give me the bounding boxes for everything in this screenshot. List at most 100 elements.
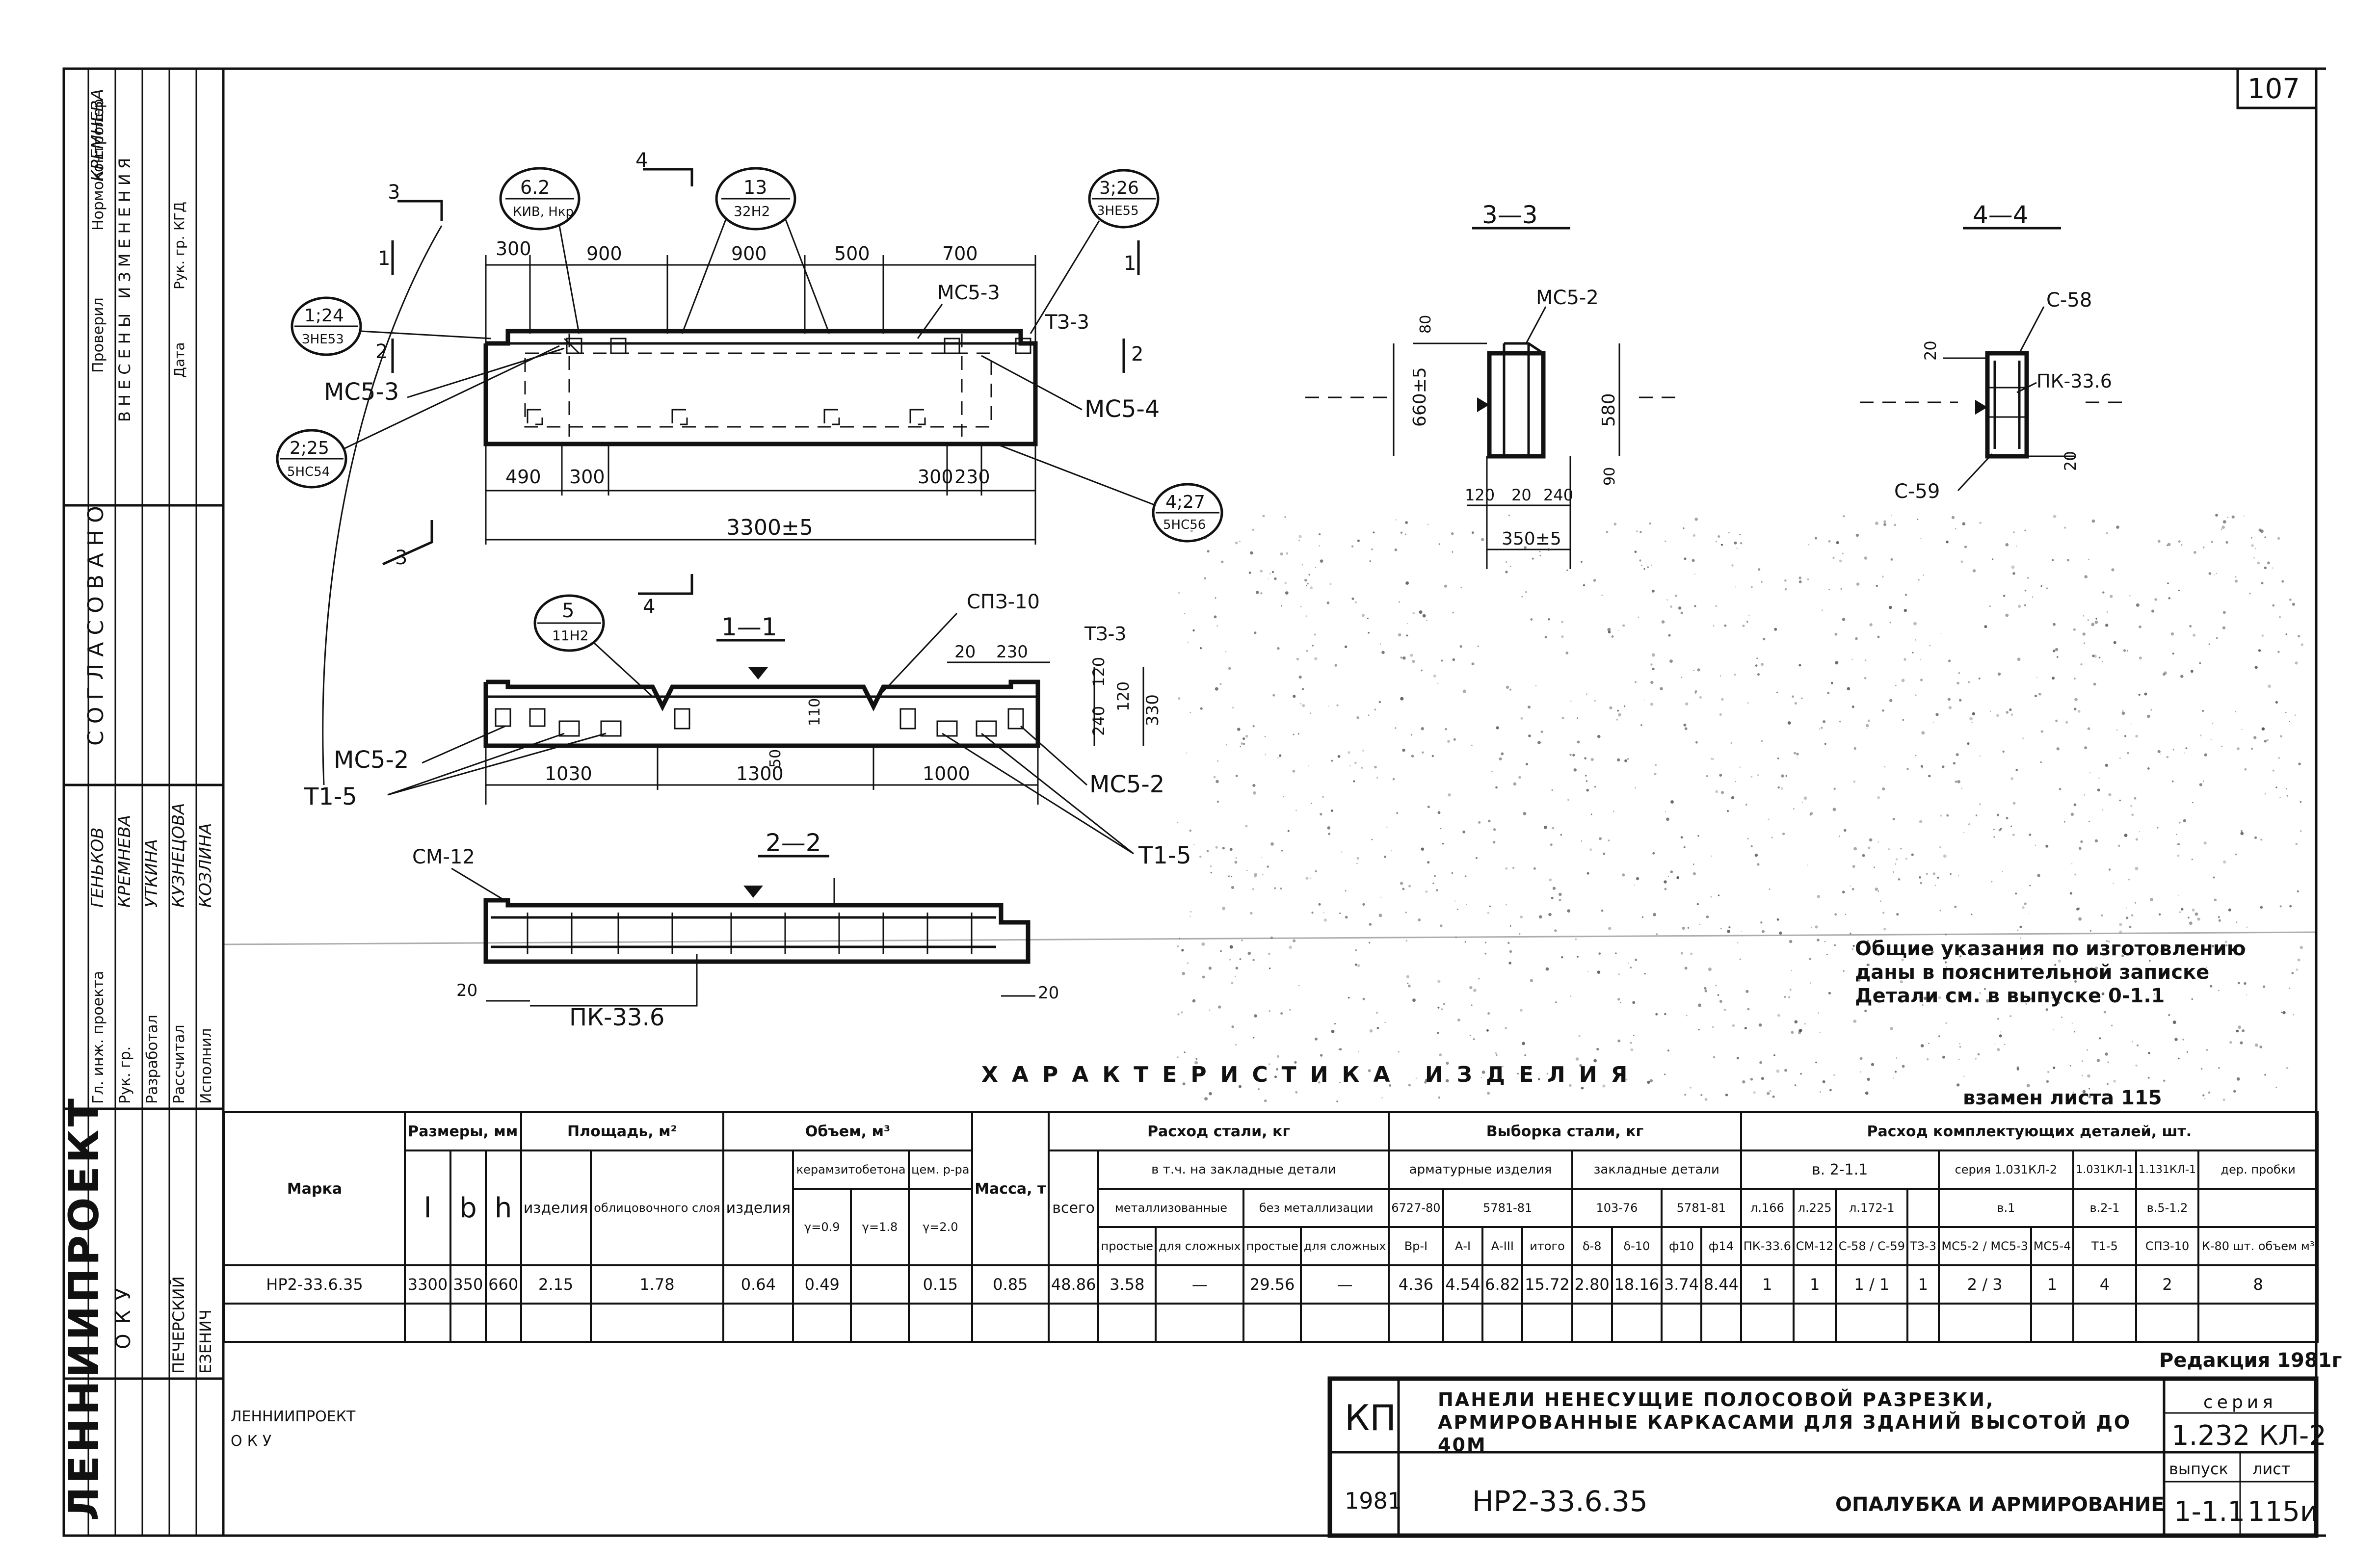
speckle-dot: [2254, 1043, 2258, 1047]
speckle-dot: [2073, 803, 2077, 807]
speckle-dot: [1634, 550, 1637, 553]
field-head: Рук. гр.: [171, 235, 187, 289]
speckle-dot: [1204, 577, 1207, 580]
speckle-dot: [1575, 938, 1577, 941]
speckle-dot: [1452, 658, 1455, 661]
speckle-dot: [1427, 523, 1429, 525]
sec-3-dim-580: 580: [1599, 393, 1619, 427]
speckle-dot: [1664, 1013, 1666, 1016]
speckle-dot: [1596, 1047, 1599, 1051]
speckle-dot: [1608, 839, 1610, 841]
speckle-dot: [1625, 1078, 1628, 1081]
speckle-dot: [1757, 863, 1760, 866]
speckle-dot: [1289, 945, 1293, 949]
speckle-dot: [1269, 573, 1271, 575]
speckle-dot: [2129, 595, 2131, 597]
speckle-dot: [1561, 621, 1563, 623]
speckle-dot: [1231, 982, 1234, 985]
speckle-dot: [1441, 659, 1443, 662]
speckle-dot: [1471, 531, 1474, 534]
speckle-dot: [1868, 846, 1871, 849]
speckle-dot: [1932, 872, 1936, 875]
speckle-dot: [1599, 837, 1602, 840]
role-checked: Проверил: [90, 297, 107, 373]
speckle-dot: [1883, 523, 1887, 526]
speckle-dot: [1901, 959, 1904, 961]
speckle-dot: [2178, 843, 2180, 845]
speckle-dot: [1627, 758, 1629, 760]
speckle-dot: [1573, 768, 1577, 772]
speckle-dot: [1506, 561, 1507, 563]
speckle-dot: [1938, 996, 1941, 999]
speckle-dot: [1853, 847, 1857, 851]
edition: Редакция 1981г: [2159, 1349, 2342, 1372]
sec-3-dim-120: 120: [1465, 486, 1495, 504]
role-chief: Гл. инж. проекта: [90, 971, 107, 1104]
speckle-dot: [2005, 543, 2009, 547]
speckle-dot: [1238, 1085, 1242, 1088]
speckle-dot: [1942, 1055, 1945, 1059]
speckle-dot: [2119, 923, 2122, 926]
speckle-dot: [1858, 979, 1861, 982]
speckle-dot: [1293, 695, 1296, 698]
th-vol-prod: изделия: [722, 1150, 794, 1266]
speckle-dot: [2167, 543, 2171, 546]
speckle-dot: [1509, 925, 1511, 927]
speckle-dot: [1744, 1027, 1747, 1030]
speckle-dot: [1690, 1087, 1692, 1089]
speckle-dot: [1228, 875, 1230, 877]
speckle-dot: [2053, 1066, 2056, 1069]
sec-1-dim-1000: 1000: [923, 763, 970, 784]
speckle-dot: [1680, 836, 1683, 839]
speckle-dot: [2168, 1014, 2170, 1016]
th-cls-d10: δ-10: [1611, 1226, 1663, 1266]
tb-year: 1981: [1345, 1488, 1402, 1514]
speckle-dot: [1331, 759, 1333, 762]
speckle-dot: [1302, 704, 1305, 707]
speckle-dot: [2216, 637, 2218, 639]
speckle-dot: [1306, 650, 1308, 652]
speckle-dot: [1684, 557, 1687, 560]
speckle-dot: [1726, 810, 1729, 812]
speckle-dot: [1202, 975, 1205, 979]
speckle-dot: [1318, 1081, 1321, 1084]
speckle-dot: [2238, 1025, 2242, 1029]
speckle-dot: [1757, 673, 1760, 676]
tb-sheet: 115и: [2247, 1496, 2318, 1528]
speckle-dot: [1394, 727, 1397, 729]
speckle-dot: [1315, 870, 1317, 872]
speckle-dot: [1354, 761, 1357, 764]
speckle-dot: [1684, 727, 1688, 731]
speckle-dot: [1323, 912, 1325, 914]
speckle-dot: [1618, 973, 1620, 975]
speckle-dot: [1245, 734, 1248, 738]
speckle-dot: [2295, 714, 2296, 716]
speckle-dot: [1761, 663, 1764, 666]
speckle-dot: [1711, 758, 1713, 760]
speckle-dot: [2267, 561, 2270, 565]
speckle-dot: [1920, 1044, 1924, 1047]
speckle-dot: [2126, 908, 2127, 909]
speckle-dot: [1651, 564, 1652, 566]
speckle-dot: [2244, 982, 2247, 985]
speckle-dot: [1262, 515, 1265, 518]
speckle-dot: [1890, 558, 1893, 561]
speckle-dot: [2264, 1073, 2266, 1076]
speckle-dot: [1955, 528, 1956, 530]
speckle-dot: [1777, 1014, 1780, 1017]
cell-steel-ms: 3.58: [1097, 1264, 1157, 1305]
sec-4-part-pk-33-6: ПК-33.6: [2036, 370, 2112, 392]
speckle-dot: [1528, 1068, 1531, 1071]
speckle-dot: [1720, 928, 1722, 930]
speckle-dot: [1650, 703, 1654, 706]
speckle-dot: [2183, 752, 2185, 754]
speckle-dot: [1356, 857, 1359, 860]
cell-vol-ceramsite: 0.49: [792, 1264, 852, 1305]
sec-2-title: 2—2: [766, 829, 821, 857]
speckle-dot: [2213, 876, 2215, 879]
speckle-dot: [1650, 680, 1654, 684]
level-mark-1: [748, 667, 768, 679]
speckle-dot: [1457, 909, 1459, 911]
speckle-dot: [2136, 603, 2140, 607]
speckle-dot: [2106, 532, 2108, 534]
